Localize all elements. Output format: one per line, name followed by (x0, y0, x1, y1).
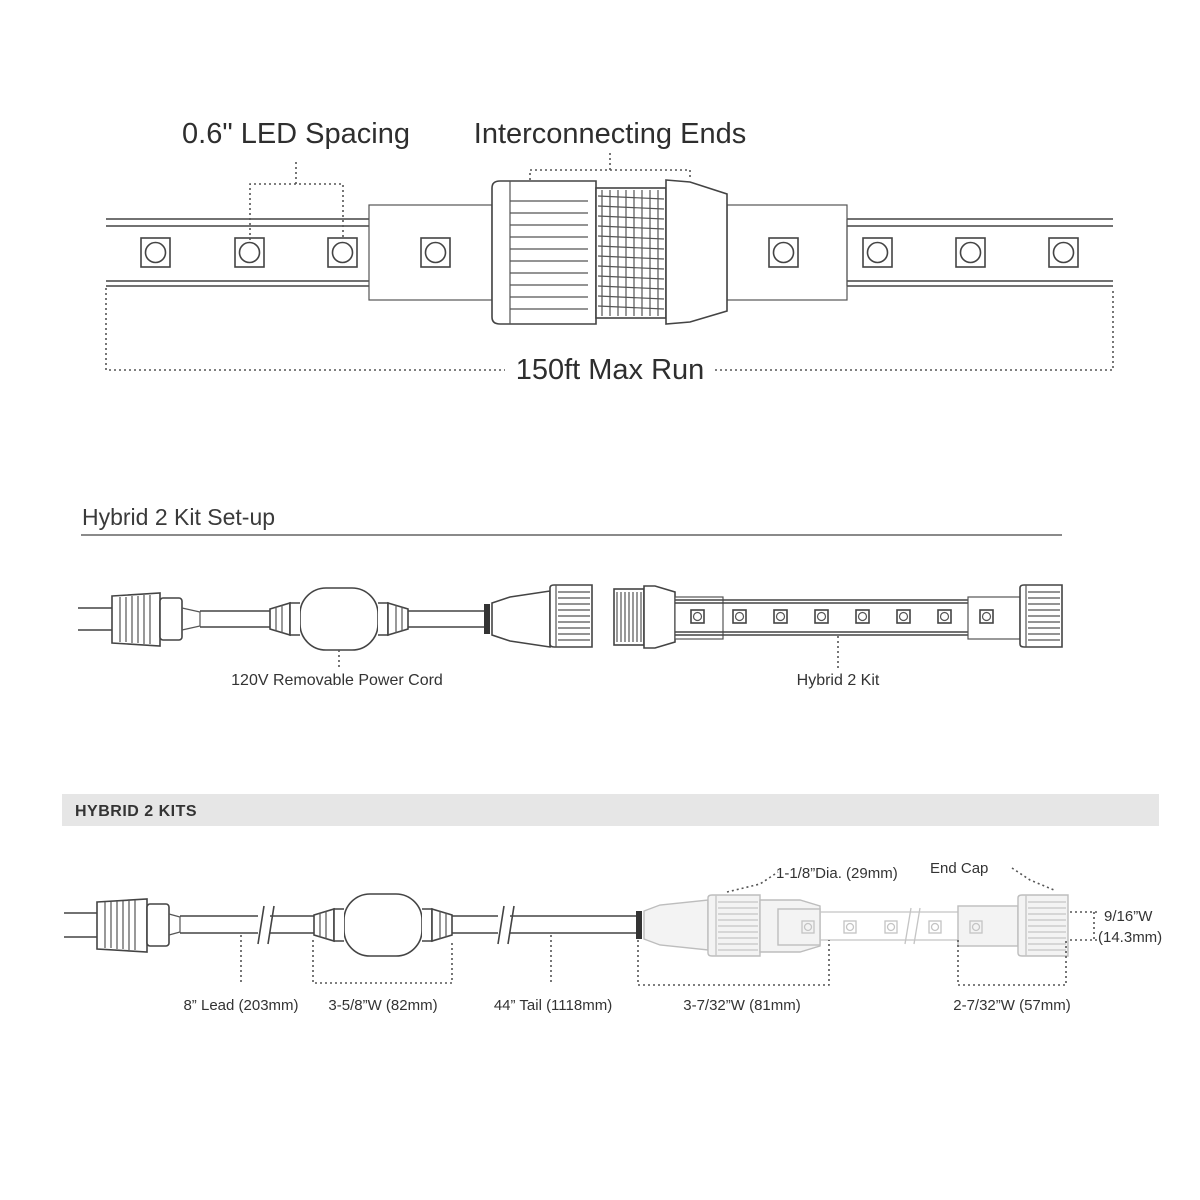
led-chip (1048, 237, 1079, 268)
power-cord-label: 120V Removable Power Cord (231, 672, 443, 689)
kit-strip-leds (801, 920, 983, 934)
kits-section-title: HYBRID 2 KITS (75, 803, 197, 820)
led-chip (327, 237, 358, 268)
inline-switch (269, 587, 409, 651)
led-chip (862, 237, 893, 268)
interconnect-label: Interconnecting Ends (474, 118, 746, 150)
power-plug (78, 592, 201, 647)
top-strip-diagram: 0.6" LED Spacing Interconnecting Ends 15… (105, 118, 1114, 386)
led-chip (955, 237, 986, 268)
led-chip (768, 237, 799, 268)
led-chip (420, 237, 451, 268)
max-run-bracket (105, 288, 1114, 371)
kit-label: Hybrid 2 Kit (797, 672, 880, 689)
cap-height-mm-label: (14.3mm) (1098, 929, 1162, 946)
kit-leds (690, 609, 994, 624)
end-cap-label: End Cap (930, 860, 988, 877)
left-connector-nut (491, 180, 597, 325)
tail-length-label: 44” Tail (1118mm) (494, 997, 612, 1014)
kit-cord-connector (636, 894, 821, 957)
kit-inline-switch (313, 893, 453, 957)
connector-diameter-label: 1-1/8”Dia. (29mm) (776, 865, 898, 882)
led-chip (140, 237, 171, 268)
cap-height-label: 9/16”W (1104, 908, 1153, 925)
interconnect-bracket (529, 150, 691, 180)
kit-power-plug (64, 898, 181, 953)
led-spacing-bracket (249, 160, 344, 240)
led-chip (234, 237, 265, 268)
end-cap-width-label: 2-7/32”W (57mm) (953, 997, 1071, 1014)
setup-section-title: Hybrid 2 Kit Set-up (82, 504, 275, 530)
threaded-connector (595, 187, 667, 319)
kit-end-cap (1019, 584, 1063, 648)
switch-width-label: 3-5/8”W (82mm) (328, 997, 437, 1014)
max-run-label: 150ft Max Run (516, 354, 705, 386)
kit-threaded-end (613, 585, 724, 649)
led-spacing-label: 0.6" LED Spacing (182, 118, 410, 150)
kit-end-cap-detail (1017, 894, 1069, 957)
kits-header-band (62, 794, 1159, 826)
setup-section: Hybrid 2 Kit Set-up (78, 504, 1063, 689)
lead-length-label: 8” Lead (203mm) (183, 997, 298, 1014)
right-connector-housing (665, 179, 728, 325)
kits-section: HYBRID 2 KITS (62, 794, 1162, 1014)
cord-connector (484, 584, 593, 648)
connector-width-label: 3-7/32”W (81mm) (683, 997, 801, 1014)
